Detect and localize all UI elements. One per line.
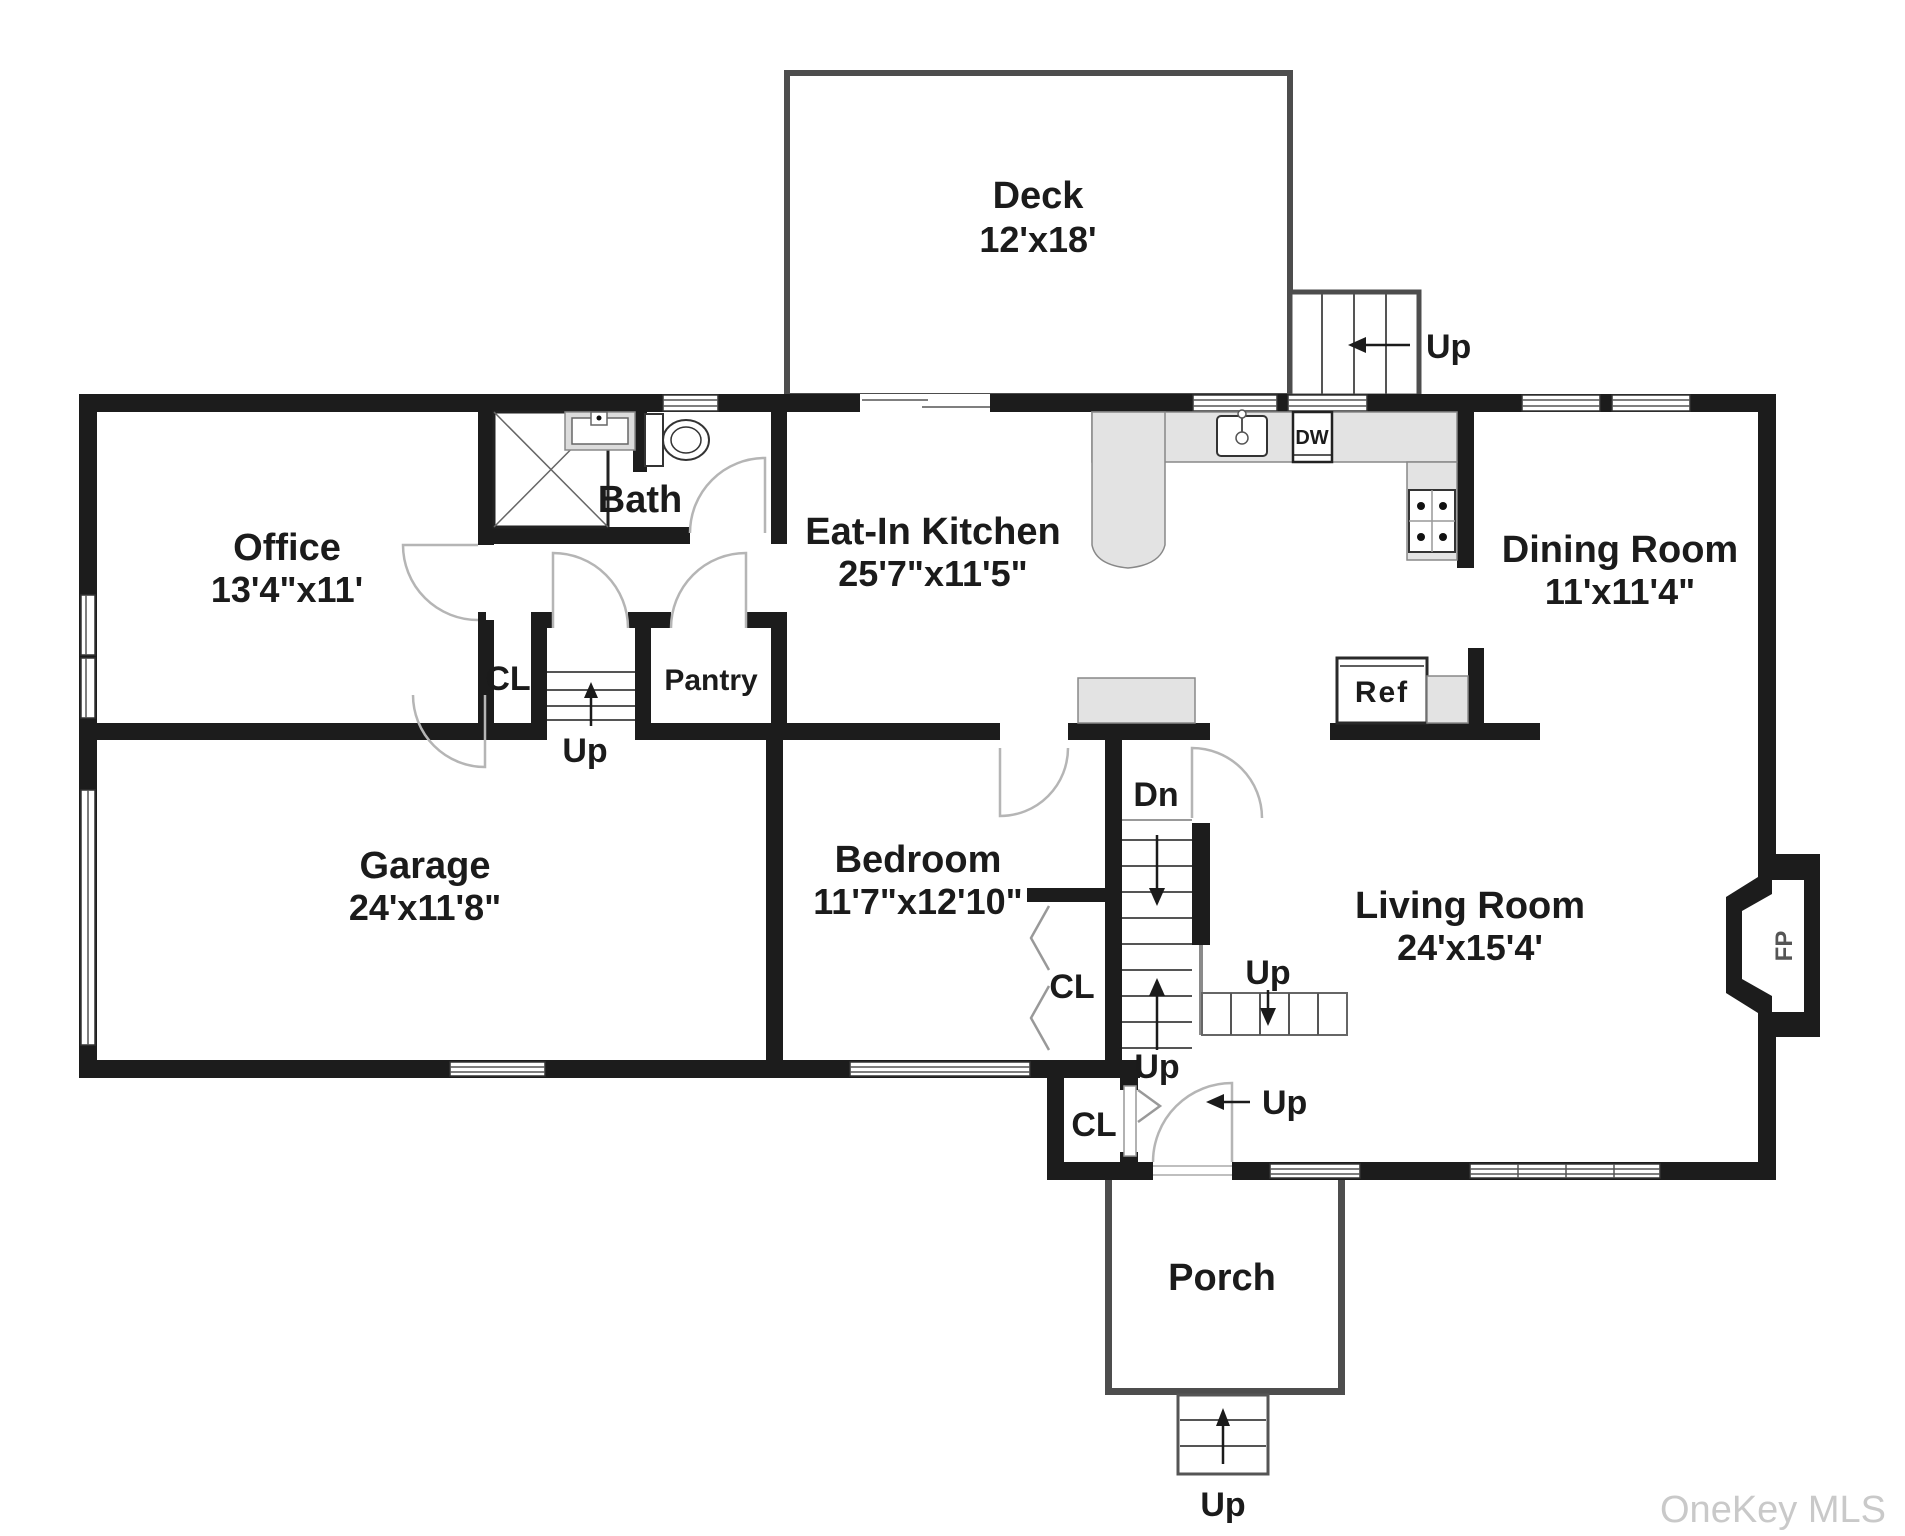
- dishwasher-icon: [1291, 410, 1334, 464]
- room-label-garage: Garage: [360, 845, 491, 887]
- refrigerator-icon: [1335, 656, 1469, 725]
- up-label-entry-hall: Up: [1262, 1084, 1307, 1122]
- entry-stairs: [1201, 990, 1348, 1110]
- up-label-stairwell: Up: [1134, 1048, 1179, 1086]
- front-door-threshold: [1153, 1162, 1232, 1180]
- basement-stairs: [547, 671, 635, 726]
- feature-labels: CL Pantry CL CL Up Up Dn Up Up Up Up DW …: [485, 328, 1798, 1524]
- closet-label-entry: CL: [1071, 1106, 1116, 1144]
- room-label-porch: Porch: [1168, 1257, 1276, 1299]
- up-label-basement-stairs: Up: [562, 732, 607, 770]
- closet-label-hall: CL: [485, 660, 530, 698]
- stove-icon: [1408, 489, 1456, 553]
- entry-closet-door-icon: [1123, 1085, 1163, 1157]
- fireplace-label: FP: [1771, 931, 1798, 962]
- front-steps: [1176, 1393, 1270, 1476]
- deck-outline: [784, 70, 1422, 399]
- fireplace-icon: [1726, 854, 1820, 1037]
- room-dims-kitchen: 25'7"x11'5": [838, 553, 1027, 594]
- up-label-deck: Up: [1426, 328, 1471, 366]
- deck-stairs-up-arrow-icon: [1348, 337, 1410, 353]
- refrigerator-label: Ref: [1355, 676, 1409, 709]
- up-label-front-steps: Up: [1200, 1486, 1245, 1524]
- room-dims-bedroom: 11'7"x12'10": [813, 881, 1022, 922]
- room-label-bath: Bath: [598, 479, 682, 521]
- room-label-office: Office: [233, 527, 341, 569]
- room-label-living: Living Room: [1355, 885, 1585, 927]
- room-dims-living: 24'x15'4': [1397, 927, 1543, 968]
- closet-label-bedroom: CL: [1049, 968, 1094, 1006]
- toilet-icon: [644, 413, 710, 467]
- pantry-label: Pantry: [664, 664, 758, 697]
- room-label-kitchen: Eat-In Kitchen: [805, 511, 1060, 553]
- room-dims-garage: 24'x11'8": [349, 887, 501, 928]
- dishwasher-label: DW: [1295, 427, 1328, 449]
- room-labels: Deck 12'x18' Office 13'4"x11' Bath Eat-I…: [211, 175, 1738, 1299]
- bedroom-closet-bifold-icon: [1029, 905, 1051, 1051]
- center-stairwell: [1122, 819, 1203, 1050]
- door-swings: [401, 456, 1264, 1163]
- room-dims-dining: 11'x11'4": [1545, 571, 1695, 612]
- up-label-entry-stairs: Up: [1245, 954, 1290, 992]
- porch-outline: [1105, 1180, 1345, 1395]
- room-label-deck: Deck: [993, 175, 1085, 217]
- bathroom-sink-icon: [564, 411, 636, 451]
- watermark: OneKey MLS: [1660, 1489, 1886, 1531]
- interior-walls: [97, 412, 1540, 1162]
- kitchen-sink-icon: [1216, 409, 1268, 457]
- room-label-dining: Dining Room: [1502, 529, 1738, 571]
- windows: [80, 394, 1691, 1179]
- room-label-bedroom: Bedroom: [835, 839, 1002, 881]
- room-dims-deck: 12'x18': [979, 219, 1096, 260]
- room-dims-office: 13'4"x11': [211, 569, 363, 610]
- down-label-stairwell: Dn: [1133, 776, 1178, 814]
